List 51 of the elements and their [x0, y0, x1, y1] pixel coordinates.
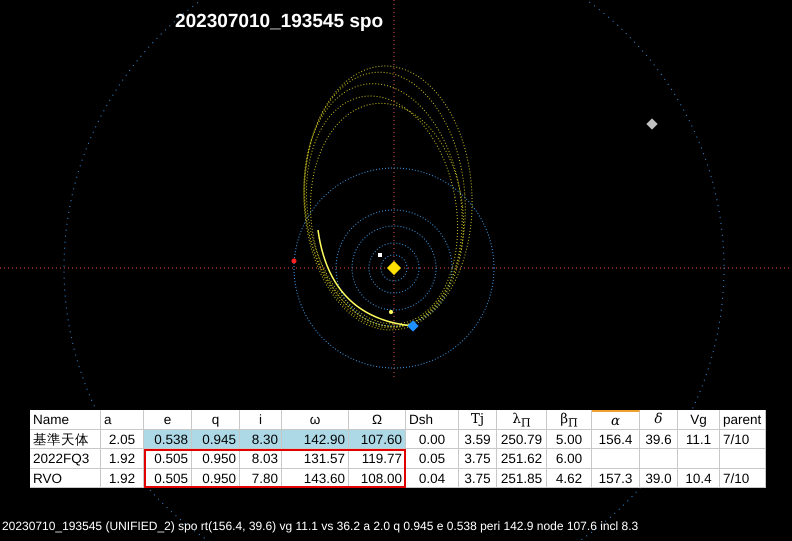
table-cell: 39.0 — [640, 468, 678, 488]
table-cell: 0.05 — [406, 449, 459, 468]
column-header: Vg — [678, 410, 720, 430]
column-header: δ — [640, 410, 678, 430]
table-cell: 0.945 — [192, 430, 240, 449]
table-cell: 250.79 — [497, 430, 547, 449]
table-cell: 3.59 — [459, 430, 497, 449]
table-cell: 3.75 — [459, 449, 497, 468]
column-header: e — [144, 410, 192, 430]
caption: 20230710_193545 (UNIFIED_2) spo rt(156.4, 39.6) vg 11.1 vs 36.2 a 2.0 q 0.945 e 0.538 peri 142.9 node 107.6 incl 8.3 — [2, 519, 638, 533]
table-cell: 2.05 — [101, 430, 144, 449]
table-cell: 0.950 — [192, 449, 240, 468]
column-header: ω — [282, 410, 349, 430]
table-cell: 251.62 — [497, 449, 547, 468]
table-cell: 3.75 — [459, 468, 497, 488]
table-cell: RVO — [30, 468, 101, 488]
column-header: q — [192, 410, 240, 430]
column-header: α — [592, 410, 640, 430]
column-header: Ω — [349, 410, 406, 430]
table-cell: 131.57 — [282, 449, 349, 468]
column-header: Dsh — [406, 410, 459, 430]
table-cell: 0.00 — [406, 430, 459, 449]
table-cell: 107.60 — [349, 430, 406, 449]
chart-title: 202307010_193545 spo — [175, 11, 384, 33]
table-cell: 7/10 — [720, 430, 766, 449]
column-header: β$_{Π}$ — [547, 410, 592, 430]
table-cell: 39.6 — [640, 430, 678, 449]
table-cell: 7/10 — [720, 468, 766, 488]
table-cell: 142.90 — [282, 430, 349, 449]
table-cell: 2022FQ3 — [30, 449, 101, 468]
column-header: Name — [30, 410, 101, 430]
table-cell: 基準天体 — [30, 430, 101, 449]
table-cell: 0.04 — [406, 468, 459, 488]
table-cell: 4.62 — [547, 468, 592, 488]
table-cell: 6.00 — [547, 449, 592, 468]
table-cell: 156.4 — [592, 430, 640, 449]
table-cell: 10.4 — [678, 468, 720, 488]
table-cell: 1.92 — [101, 449, 144, 468]
column-header: i — [240, 410, 282, 430]
table-cell: 251.85 — [497, 468, 547, 488]
table-cell: 0.538 — [144, 430, 192, 449]
column-header: parent — [720, 410, 766, 430]
table-cell: 157.3 — [592, 468, 640, 488]
table-cell: 11.1 — [678, 430, 720, 449]
table-cell: 1.92 — [101, 468, 144, 488]
table-cell: 5.00 — [547, 430, 592, 449]
table-cell: 8.03 — [240, 449, 282, 468]
table-cell: 8.30 — [240, 430, 282, 449]
column-header: a — [101, 410, 144, 430]
column-header: λ$_{Π}$ — [497, 410, 547, 430]
column-header: Tj — [459, 410, 497, 430]
